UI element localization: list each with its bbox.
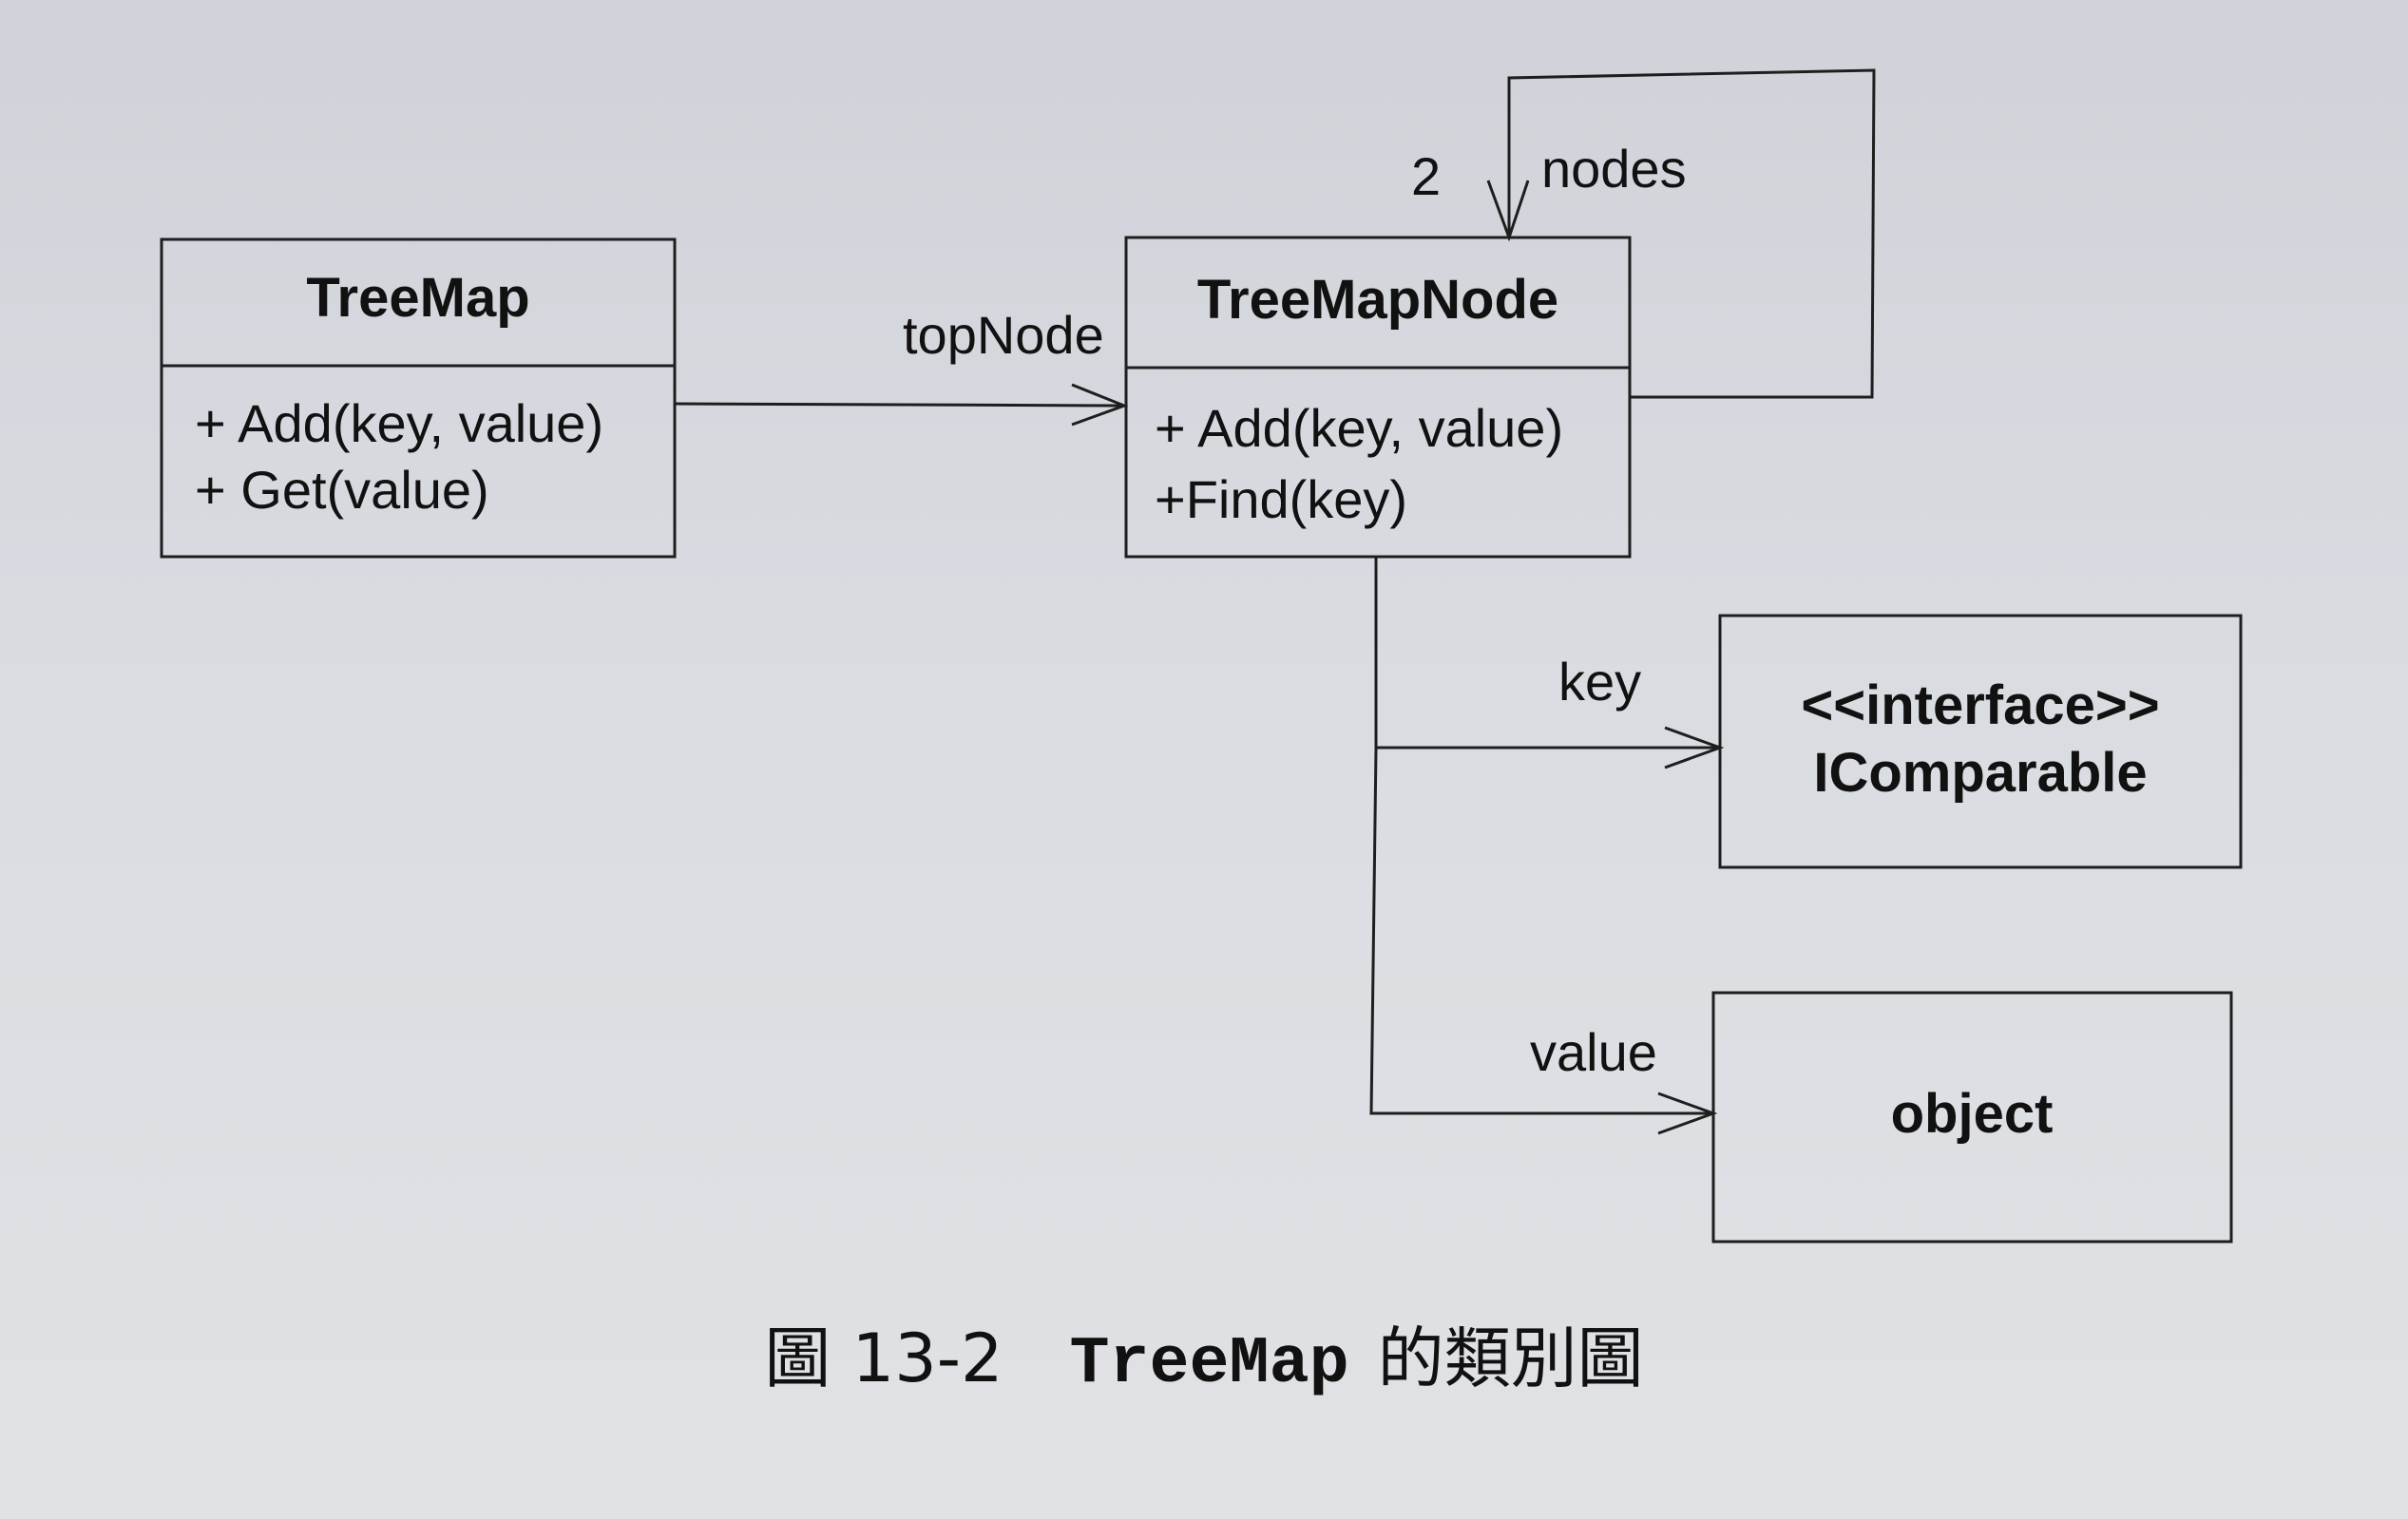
association-topnode: topNode (674, 305, 1129, 427)
association-nodes-multiplicity: 2 (1411, 146, 1441, 206)
association-value-arrowhead (1657, 1092, 1718, 1135)
interface-icomparable: <<interface>> IComparable (1718, 614, 2243, 869)
association-topnode-arrowhead (1071, 383, 1129, 427)
figure-caption-number: 圖 13-2 (764, 1320, 1003, 1397)
association-nodes-label: nodes (1541, 139, 1687, 199)
class-object-frame (1711, 991, 2233, 1244)
class-treemap-name: TreeMap (306, 267, 529, 329)
figure-caption-code: TreeMap (1069, 1327, 1349, 1402)
association-key-label: key (1558, 652, 1641, 712)
association-value-label: value (1530, 1022, 1657, 1082)
association-nodes: nodes 2 (1411, 68, 1876, 399)
association-nodes-arrowhead (1486, 180, 1530, 242)
interface-icomparable-frame (1718, 614, 2243, 869)
class-object-name: object (1891, 1083, 2054, 1145)
interface-icomparable-name: IComparable (1813, 742, 2147, 804)
association-value-line (1369, 747, 1713, 1115)
class-treemap-method-get: + Get(value) (195, 460, 489, 520)
class-treemapnode: TreeMapNode + Add(key, value) +Find(key) (1124, 236, 1632, 559)
association-topnode-label: topNode (903, 305, 1104, 365)
interface-icomparable-stereotype: <<interface>> (1801, 674, 2159, 736)
association-topnode-line (674, 402, 1125, 408)
class-treemapnode-method-add: + Add(key, value) (1155, 398, 1563, 458)
association-key-arrowhead (1664, 726, 1725, 769)
association-key: key (1374, 557, 1725, 769)
figure-caption: 圖 13-2 TreeMap 的類別圖 (0, 1316, 2408, 1408)
class-treemapnode-name: TreeMapNode (1197, 269, 1558, 331)
class-treemap-method-add: + Add(key, value) (195, 393, 603, 453)
class-treemapnode-method-find: +Find(key) (1155, 469, 1407, 529)
class-object: object (1711, 991, 2233, 1244)
association-key-line (1374, 557, 1720, 750)
association-nodes-line (1507, 68, 1876, 399)
association-value: value (1369, 747, 1718, 1135)
class-treemap-frame (160, 237, 677, 559)
class-treemap: TreeMap + Add(key, value) + Get(value) (160, 237, 677, 559)
figure-caption-suffix: 的類別圖 (1377, 1320, 1644, 1397)
